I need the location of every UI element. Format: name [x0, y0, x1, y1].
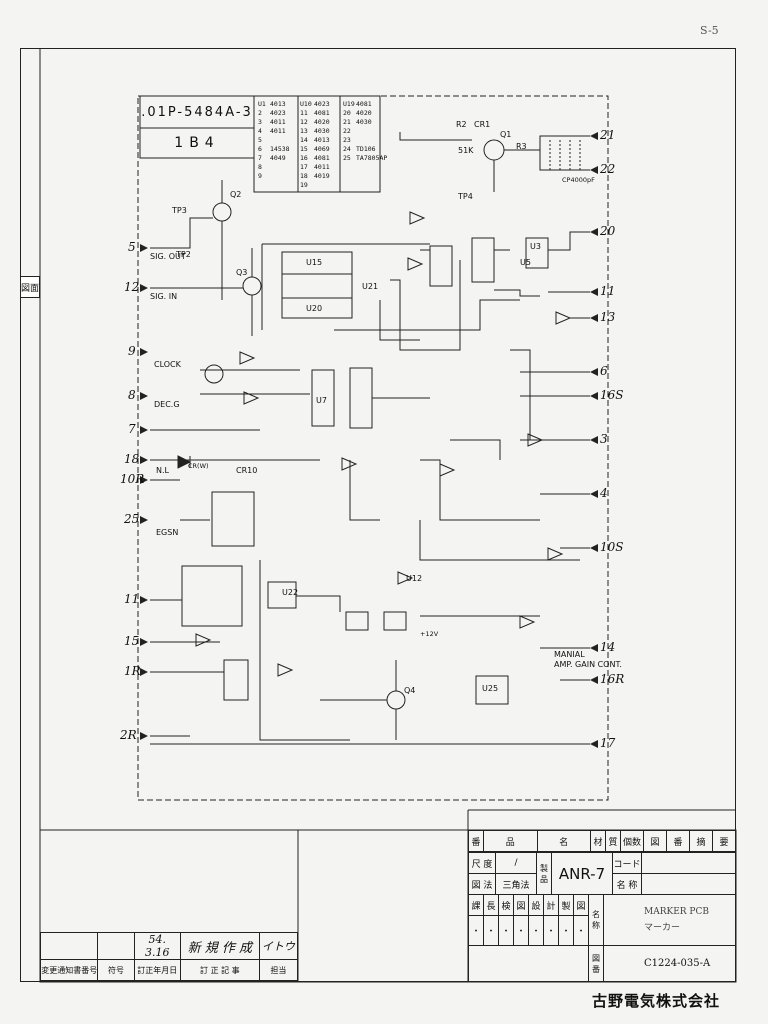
label-r2-value: 51K [458, 146, 474, 155]
label-r2: R2 [456, 120, 467, 129]
board-part-number: .01P-5484A-3 [141, 104, 253, 120]
label-12v: +12V [420, 630, 439, 638]
left-pin-11: 2R [120, 728, 137, 742]
label-r3: R3 [516, 142, 527, 151]
left-pin-3: 8 [128, 388, 136, 402]
left-pin-9: 15 [124, 634, 140, 648]
label-u25: U25 [482, 684, 499, 693]
label-amp-gain: AMP. GAIN CONT. [554, 660, 622, 669]
title-block-lower: 課 長 検 図 設 計 製 図 名 称 MARKER PCB マーカー ・・・・… [468, 894, 736, 982]
label-u21: U21 [362, 282, 379, 291]
right-pin-5: 6 [600, 364, 608, 378]
revision-note: 新 規 作 成 [179, 932, 260, 960]
label-q4: Q4 [404, 686, 416, 695]
label-cr1: CR1 [474, 120, 491, 129]
label-u7: U7 [316, 396, 327, 405]
label-q3: Q3 [236, 268, 248, 277]
label-cr10: CR10 [236, 466, 258, 475]
board-code: 1B4 [174, 135, 220, 151]
right-pin-2: 20 [600, 224, 616, 238]
right-pin-1: 22 [600, 162, 616, 176]
label-u20: U20 [306, 304, 323, 313]
revision-date: 54. 3.16 [133, 932, 181, 960]
label-u15: U15 [306, 258, 323, 267]
label-cr-ws: CR(W) [188, 462, 209, 470]
left-pin-8: 11 [124, 592, 140, 606]
label-q2: Q2 [230, 190, 242, 199]
label-q1: Q1 [500, 130, 512, 139]
right-pin-4: 13 [600, 310, 616, 324]
title-block-main: 尺 度 / 製 品 ANR-7 コード 図 法 三角法 名 称 [468, 852, 736, 895]
right-pin-11: 16R [600, 672, 625, 686]
company-name: 古野電気株式会社 [592, 992, 721, 1010]
name-value-en: MARKER PCB [644, 907, 709, 917]
left-pin-1: 12 [124, 280, 140, 294]
right-pin-12: 17 [600, 736, 616, 750]
label-u22: U22 [282, 588, 299, 597]
left-pin-2: 9 [128, 344, 136, 358]
product-name: ANR-7 [551, 852, 613, 895]
label-egsn: EGSN [156, 528, 179, 537]
revision-table: 54. 3.16 新 規 作 成 イトウ 変更通知書番号 符号 訂正年月日 訂 … [39, 932, 299, 981]
u15-box [281, 251, 353, 275]
label-tp3: TP3 [172, 206, 187, 215]
right-pin-3: 11 [600, 284, 616, 298]
label-tp4: TP4 [458, 192, 473, 201]
right-pin-8: 4 [600, 486, 608, 500]
label-u5: U5 [520, 258, 531, 267]
board-outline [137, 95, 609, 801]
left-pin-4: 7 [128, 422, 136, 436]
label-sig-out: SIG. OUT [150, 252, 186, 261]
label-cap-note: CP4000pF [562, 176, 595, 184]
label-clock: CLOCK [154, 360, 181, 369]
label-sig-in: SIG. IN [150, 292, 178, 301]
right-pin-7: 3 [600, 432, 608, 446]
drawing-number: C1224-035-A [603, 945, 736, 982]
left-pin-5: 18 [124, 452, 140, 466]
left-pin-6: 10R [120, 472, 145, 486]
label-u12: U12 [406, 574, 423, 583]
right-pin-6: 16S [600, 388, 624, 402]
label-decg: DEC.G [154, 400, 180, 409]
name-value-jp: マーカー [644, 923, 681, 933]
right-pin-10: 14 [600, 640, 616, 654]
revision-person: イトウ [258, 932, 299, 960]
right-pin-9: 10S [600, 540, 624, 554]
right-pin-0: 21 [600, 128, 616, 142]
label-u3: U3 [530, 242, 541, 251]
label-tp2: TP2 [176, 250, 191, 259]
left-pin-10: 1R [124, 664, 141, 678]
left-pin-7: 25 [124, 512, 140, 526]
label-nl: N.L [156, 466, 169, 475]
title-block-header: 番 品 名 材 質 個数 図 番 摘 要 [468, 830, 736, 852]
left-pin-0: 5 [128, 240, 136, 254]
label-manual: MANIAL [554, 650, 585, 659]
page-number: S-5 [700, 24, 719, 37]
u20-box [281, 297, 353, 319]
